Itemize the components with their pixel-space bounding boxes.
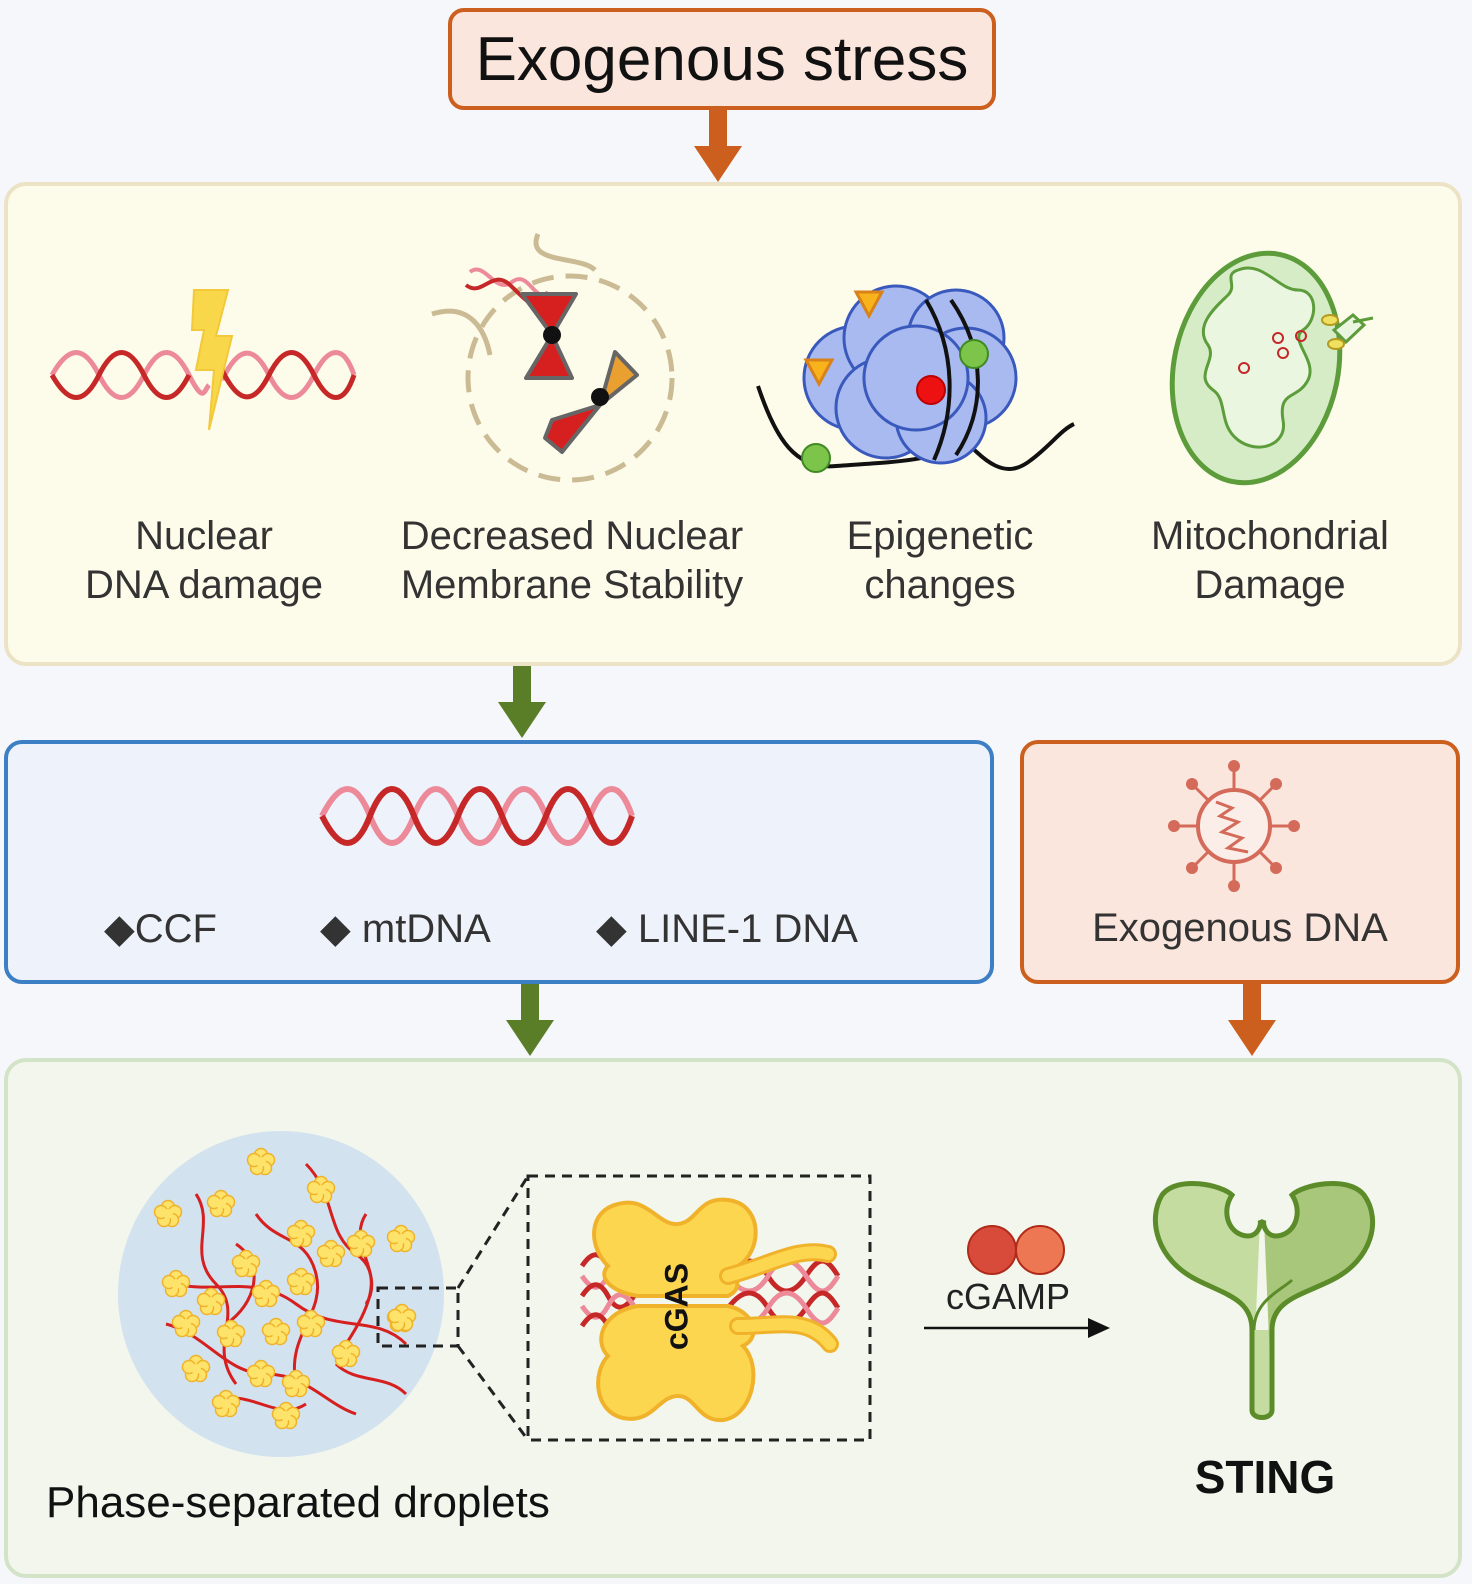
dna-source-line1: ◆ LINE-1 DNA [596,907,858,951]
virus-icon [1168,760,1300,892]
dna-lightning-icon [49,289,357,431]
cgamp-label: cGAMP [946,1276,1071,1317]
dna-source-mtdna: ◆ mtDNA [320,907,491,951]
stress-label: Nuclear DNA damage [85,514,323,607]
stress-label: Mitochondrial Damage [1151,514,1389,607]
droplets-label: Phase-separated droplets [46,1478,550,1527]
arrow-down-icon [498,666,546,738]
dna-source-ccf: ◆CCF [104,907,217,951]
cgas-dna-complex-icon [579,1197,841,1423]
chromosome-nucleus-icon [431,233,675,483]
stress-label: Decreased Nuclear Membrane Stability [400,514,744,607]
cgamp-icon [967,1225,1065,1275]
mitochondrion-icon [1169,250,1374,486]
arrow-right-icon [924,1318,1110,1338]
droplet-icon [118,1131,444,1457]
sting-icon [1152,1180,1375,1420]
sting-label: STING [1194,1451,1336,1503]
exogenous-dna-label: Exogenous DNA [1092,906,1388,950]
arrow-down-icon [1228,984,1276,1056]
arrow-down-icon [694,110,742,182]
nucleosome-icon [756,284,1075,473]
arrow-down-icon [506,984,554,1056]
dna-sources-panel [4,740,994,984]
dna-icon [319,786,635,846]
cgas-label: cGAS [658,1262,695,1351]
title-text: Exogenous stress [475,24,969,94]
title-box: Exogenous stress [448,8,996,110]
zoom-callout [376,1174,872,1442]
stress-label: Epigenetic changes [846,514,1034,607]
